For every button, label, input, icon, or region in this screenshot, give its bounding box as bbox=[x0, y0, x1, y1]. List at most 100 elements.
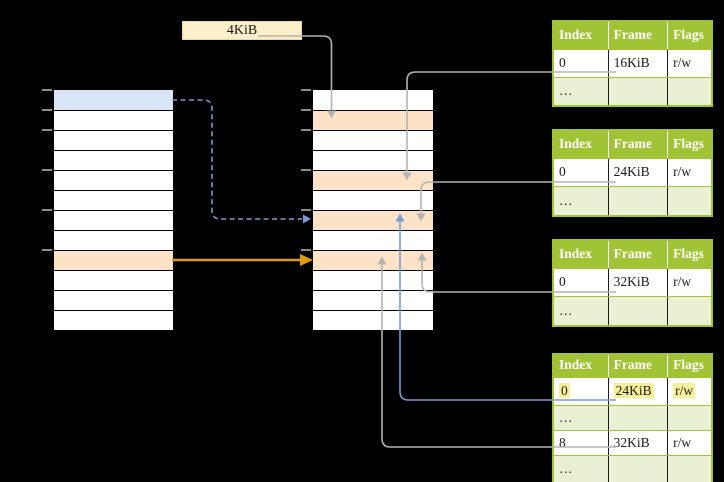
address-tick bbox=[42, 89, 52, 91]
page-table-row: … bbox=[554, 296, 711, 325]
table-cell bbox=[607, 456, 667, 482]
table-cell: r/w bbox=[667, 159, 711, 186]
table-cell bbox=[607, 78, 667, 105]
memory-row bbox=[54, 130, 173, 150]
memory-row bbox=[313, 110, 433, 130]
address-tick bbox=[301, 169, 311, 171]
table-cell bbox=[667, 456, 711, 482]
memory-row bbox=[54, 190, 173, 210]
table-cell: … bbox=[559, 83, 573, 98]
table-cell: … bbox=[559, 461, 573, 476]
table-cell: r/w bbox=[667, 431, 711, 455]
table-cell bbox=[667, 406, 711, 430]
table-cell: 24KiB bbox=[607, 378, 667, 405]
page-table-row: … bbox=[554, 77, 711, 105]
memory-row bbox=[54, 170, 173, 190]
address-tick bbox=[42, 109, 52, 111]
memory-row bbox=[313, 270, 433, 290]
table-cell: 16KiB bbox=[607, 50, 667, 77]
memory-row bbox=[313, 130, 433, 150]
table-cell: r/w bbox=[667, 378, 711, 405]
memory-row bbox=[313, 210, 433, 230]
memory-row bbox=[313, 170, 433, 190]
highlighted-value: r/w bbox=[673, 383, 696, 398]
table-cell: 24KiB bbox=[607, 159, 667, 186]
column-header: Index bbox=[559, 357, 593, 372]
table-cell bbox=[607, 406, 667, 430]
page-table-row: 0 24KiB r/w bbox=[554, 377, 711, 405]
address-tick bbox=[301, 109, 311, 111]
memory-row bbox=[54, 310, 173, 330]
table-cell: … bbox=[559, 410, 573, 425]
page-size-label: 4KiB bbox=[182, 21, 302, 40]
memory-row bbox=[54, 210, 173, 230]
column-header: Index bbox=[559, 246, 593, 261]
table-cell bbox=[607, 297, 667, 325]
memory-row bbox=[313, 150, 433, 170]
page-table-row: … bbox=[554, 405, 711, 430]
column-header: Flags bbox=[667, 355, 711, 377]
memory-row bbox=[313, 190, 433, 210]
address-tick bbox=[42, 249, 52, 251]
table-cell: 32KiB bbox=[607, 269, 667, 296]
table-cell: r/w bbox=[667, 269, 711, 296]
memory-row bbox=[54, 90, 173, 110]
table-cell: 0 bbox=[559, 164, 566, 179]
column-header: Flags bbox=[667, 131, 711, 158]
table-cell: 0 bbox=[559, 274, 566, 289]
column-header: Flags bbox=[667, 241, 711, 268]
memory-row bbox=[54, 250, 173, 270]
memory-row bbox=[54, 150, 173, 170]
highlighted-value: 24KiB bbox=[613, 383, 654, 398]
column-header: Frame bbox=[607, 22, 667, 49]
column-header: Frame bbox=[607, 355, 667, 377]
address-tick bbox=[301, 249, 311, 251]
column-header: Frame bbox=[607, 241, 667, 268]
table-cell: … bbox=[559, 303, 573, 318]
memory-row bbox=[54, 270, 173, 290]
page-size-label-text: 4KiB bbox=[226, 23, 258, 38]
table-cell: 8 bbox=[559, 435, 566, 450]
column-header: Frame bbox=[607, 131, 667, 158]
column-header: Flags bbox=[667, 22, 711, 49]
arrowhead-right-icon bbox=[303, 214, 311, 224]
memory-row bbox=[313, 90, 433, 110]
memory-row bbox=[54, 290, 173, 310]
memory-row bbox=[313, 290, 433, 310]
page-table-row: … bbox=[554, 455, 711, 482]
memory-row bbox=[54, 110, 173, 130]
address-tick bbox=[301, 89, 311, 91]
memory-row bbox=[313, 230, 433, 250]
address-tick bbox=[301, 129, 311, 131]
physical-memory-column bbox=[312, 89, 434, 331]
table-cell bbox=[607, 187, 667, 215]
table-cell: 0 bbox=[554, 378, 608, 405]
memory-row bbox=[54, 230, 173, 250]
arrow-virtual-page-dashed bbox=[172, 99, 302, 220]
table-cell: … bbox=[559, 193, 573, 208]
column-header: Index bbox=[559, 136, 593, 151]
address-tick bbox=[42, 129, 52, 131]
highlighted-value: 0 bbox=[559, 383, 570, 398]
address-tick bbox=[42, 209, 52, 211]
page-table-row: … bbox=[554, 186, 711, 215]
memory-row bbox=[313, 250, 433, 270]
column-header: Index bbox=[559, 27, 593, 42]
address-tick bbox=[42, 169, 52, 171]
table-cell bbox=[667, 78, 711, 105]
table-cell: 32KiB bbox=[607, 431, 667, 455]
memory-row bbox=[313, 310, 433, 330]
address-tick bbox=[301, 209, 311, 211]
